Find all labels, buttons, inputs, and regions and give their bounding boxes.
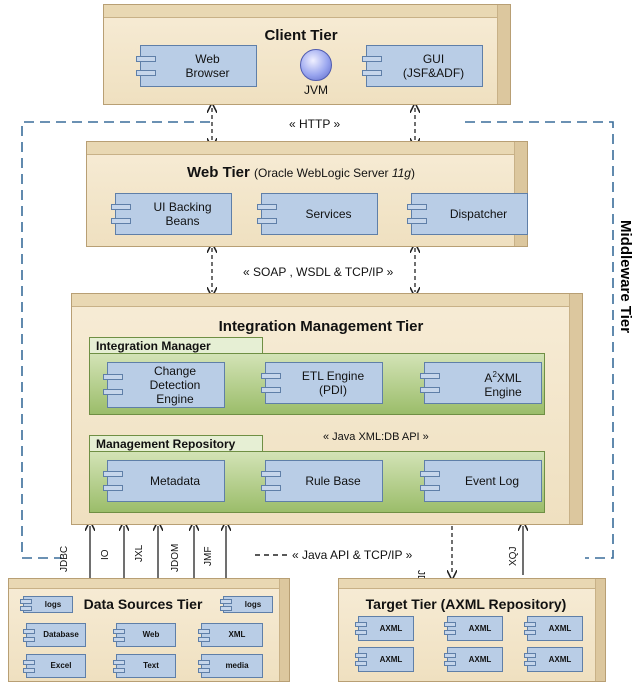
rule-base-component: Rule Base (261, 460, 383, 502)
axml-component-1: AXML (355, 616, 414, 641)
integration-management-tier: Integration Management Tier Integration … (71, 293, 583, 525)
management-repository-panel: Metadata Rule Base Event Log (89, 451, 545, 513)
jvm-label: JVM (304, 83, 328, 97)
text-component: Text (113, 654, 176, 678)
xml-source-component: XML (198, 623, 263, 647)
ui-backing-beans-component: UI Backing Beans (111, 193, 232, 235)
target-connector-xqj: XQJ (508, 546, 519, 566)
axml-component-2: AXML (444, 616, 503, 641)
change-detection-engine-component: Change Detection Engine (103, 362, 225, 408)
logs-right-component: logs (220, 596, 273, 613)
connector-label-jdom: JDOM (170, 543, 181, 572)
client-tier-title: Client Tier (264, 27, 338, 44)
web-tier: Web Tier (Oracle WebLogic Server 11g) UI… (86, 141, 528, 247)
gui-component: GUI (JSF&ADF) (362, 45, 483, 87)
connector-label-jdbc: JDBC (59, 545, 70, 572)
media-component: media (198, 654, 263, 678)
middleware-tier-label: Middleware Tier (617, 220, 633, 334)
event-log-component: Event Log (420, 460, 542, 502)
middleware-boundary (21, 121, 614, 559)
axml-component-4: AXML (355, 647, 414, 672)
excel-component: Excel (23, 654, 86, 678)
client-tier: Client Tier Web Browser JVM GUI (JSF&ADF… (103, 4, 511, 105)
logs-left-component: logs (20, 596, 73, 613)
axml-component-3: AXML (524, 616, 583, 641)
metadata-component: Metadata (103, 460, 225, 502)
source-arrows (90, 526, 226, 578)
jvm-icon (300, 49, 332, 81)
axml-component-5: AXML (444, 647, 503, 672)
dispatcher-component: Dispatcher (407, 193, 528, 235)
soap-label: « SOAP , WSDL & TCP/IP » (243, 265, 394, 279)
connector-label-io: IO (100, 549, 111, 560)
target-tier-title: Target Tier (AXML Repository) (365, 596, 567, 612)
http-label: « HTTP » (289, 117, 341, 131)
web-browser-component: Web Browser (136, 45, 257, 87)
java-api-label: « Java API & TCP/IP » (292, 548, 413, 562)
services-component: Services (257, 193, 378, 235)
axml-component-6: AXML (524, 647, 583, 672)
xmldb-label: « Java XML:DB API » (323, 431, 429, 443)
connector-label-jxl: JXL (134, 544, 145, 562)
integration-manager-panel: Change Detection Engine ETL Engine (PDI)… (89, 353, 545, 415)
target-tier: Target Tier (AXML Repository) AXML AXML … (338, 578, 606, 682)
etl-engine-component: ETL Engine (PDI) (261, 362, 383, 404)
management-repository-header: Management Repository (89, 435, 263, 452)
data-sources-tier: Data Sources Tier logs logs Database Web… (8, 578, 290, 682)
database-component: Database (23, 623, 86, 647)
data-sources-tier-title: Data Sources Tier (83, 596, 203, 612)
a2xml-engine-component: A2XML Engine (420, 362, 542, 404)
integration-tier-title: Integration Management Tier (218, 318, 424, 335)
web-source-component: Web (113, 623, 176, 647)
connector-label-jmf: JMF (203, 546, 214, 566)
web-tier-title: Web Tier (Oracle WebLogic Server 11g) (187, 164, 415, 181)
integration-manager-header: Integration Manager (89, 337, 263, 354)
